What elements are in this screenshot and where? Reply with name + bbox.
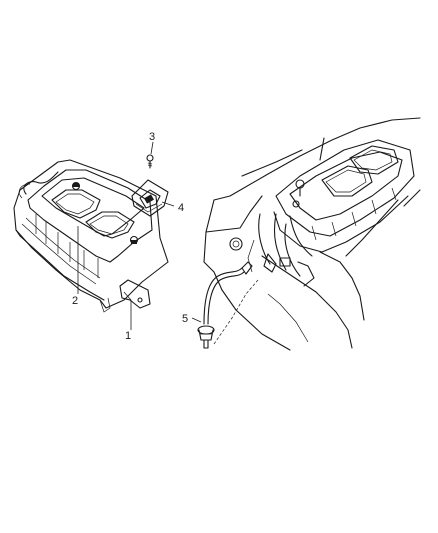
callout-4-label: 4 [178,202,184,214]
callout-3-label: 3 [149,131,155,143]
screw-part [146,154,154,169]
callout-1: 1 [123,291,132,342]
callout-5-label: 5 [182,313,188,325]
callout-3: 3 [149,131,155,155]
battery-assembly [13,159,169,313]
callout-2: 2 [72,226,79,307]
callout-5: 5 [182,313,202,325]
callout-2-label: 2 [72,295,78,307]
callout-1-label: 1 [125,330,131,342]
bracket-part [131,179,169,217]
vehicle-installed-view [197,117,421,351]
callout-4: 4 [161,201,184,214]
